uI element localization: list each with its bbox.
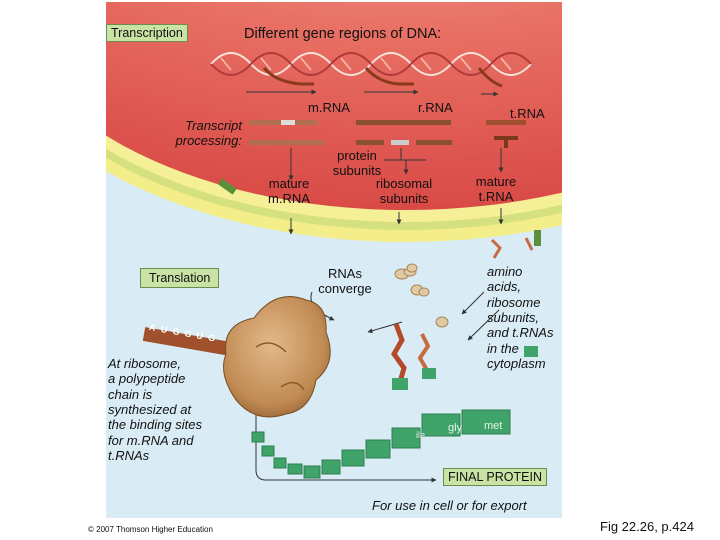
- protein-subunits-label: protein subunits: [332, 148, 382, 179]
- final-protein-label: FINAL PROTEIN: [443, 468, 547, 486]
- trna-label: t.RNA: [510, 106, 545, 121]
- transcription-label: Transcription: [106, 24, 188, 42]
- free-ribosome-subunits: [394, 263, 449, 328]
- gene-regions-label: Different gene regions of DNA:: [244, 26, 442, 42]
- cytoplasm-note: amino acids, ribosome subunits, and t.RN…: [487, 264, 554, 371]
- nuclear-pore: [534, 230, 541, 246]
- dna-helix: [210, 52, 532, 76]
- copyright-text: © 2007 Thomson Higher Education: [88, 525, 213, 534]
- mrna-transcript: [262, 66, 314, 86]
- amino-tag-gly: gly: [448, 422, 463, 434]
- nucleus-region: [106, 2, 562, 210]
- figure-panel: Transcription Different gene regions of …: [106, 2, 562, 518]
- trna-transcript: [477, 67, 503, 88]
- polypeptide-chain: [251, 409, 511, 479]
- mrna-label: m.RNA: [308, 100, 350, 115]
- pre-rrna: [356, 120, 452, 145]
- ribosome-note: At ribosome, a polypeptide chain is synt…: [108, 356, 202, 463]
- mature-trna-label: mature t.RNA: [475, 174, 517, 205]
- mature-mrna-label: mature m.RNA: [268, 176, 310, 207]
- diagram-art: [106, 2, 562, 518]
- rrna-transcript: [364, 66, 414, 86]
- rrna-label: r.RNA: [418, 100, 453, 115]
- pre-trna: [486, 120, 526, 148]
- pre-mrna: [249, 120, 324, 145]
- figure-reference: Fig 22.26, p.424: [600, 519, 694, 534]
- ribosomal-subunits-label: ribosomal subunits: [375, 176, 433, 207]
- translation-label: Translation: [140, 268, 220, 288]
- for-use-label: For use in cell or for export: [372, 498, 527, 513]
- trna-molecules: [391, 237, 538, 390]
- amino-tag-ile: ile: [416, 430, 426, 440]
- rnas-converge-label: RNAs converge: [318, 266, 372, 297]
- ribosome: [223, 296, 331, 418]
- nuclear-pore: [217, 178, 237, 195]
- amino-tag-met: met: [484, 420, 503, 432]
- transcript-processing-label: Transcript processing:: [175, 118, 242, 149]
